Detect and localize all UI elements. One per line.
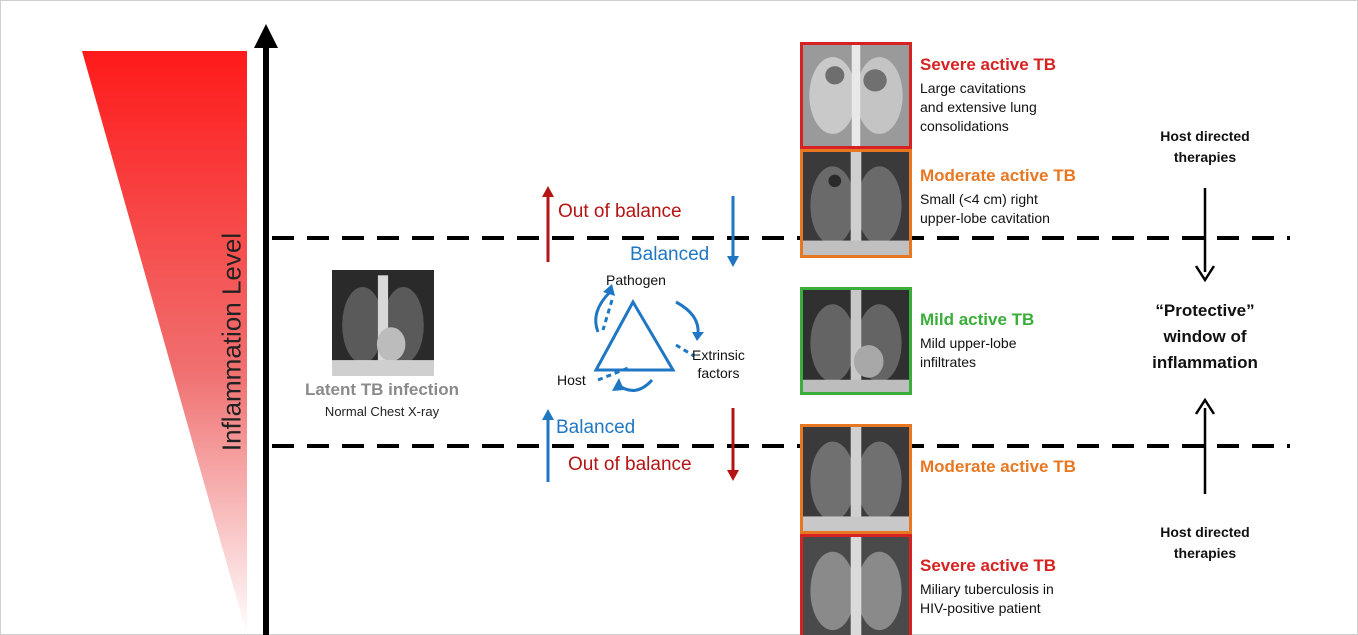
case-title-severe-bottom: Severe active TB — [920, 556, 1057, 575]
extrinsic-factors-label: Extrinsic factors — [692, 347, 745, 381]
y-axis-label: Inflammation Level — [216, 232, 247, 452]
y-axis-arrowhead — [254, 24, 278, 48]
case-xray-moderate-bottom — [800, 424, 912, 534]
case-title-moderate-bottom: Moderate active TB — [920, 457, 1076, 476]
protective-window-label: “Protective” window of inflammation — [1152, 301, 1258, 372]
host-directed-therapies-bottom: Host directed therapies — [1160, 524, 1250, 561]
case-title-severe-top: Severe active TB — [920, 55, 1057, 74]
latent-xray-image — [332, 270, 434, 376]
case-desc-severe-top: Large cavitations and extensive lung con… — [920, 80, 1037, 134]
pathogen-label: Pathogen — [606, 272, 666, 288]
case-desc-severe-bottom: Miliary tuberculosis in HIV-positive pat… — [920, 581, 1054, 616]
latent-subtitle: Normal Chest X-ray — [324, 404, 440, 419]
bottom-balanced-label: Balanced — [556, 417, 636, 438]
top-out-of-balance-label: Out of balance — [558, 201, 682, 222]
latent-title: Latent TB infection — [305, 380, 459, 399]
case-xray-moderate-top — [800, 149, 912, 258]
case-title-mild: Mild active TB — [920, 310, 1035, 329]
case-xray-severe-bottom — [800, 534, 912, 635]
case-title-moderate-top: Moderate active TB — [920, 166, 1076, 185]
case-xray-mild — [800, 287, 912, 395]
top-balanced-label: Balanced — [630, 244, 710, 265]
host-directed-therapies-top: Host directed therapies — [1160, 128, 1250, 165]
bottom-out-of-balance-label: Out of balance — [568, 454, 692, 475]
case-desc-mild: Mild upper-lobe infiltrates — [920, 335, 1017, 370]
inflammation-gradient-wedge — [82, 51, 247, 635]
host-pathogen-triangle — [593, 290, 700, 392]
case-xray-severe-top — [800, 42, 912, 149]
host-label: Host — [557, 372, 586, 388]
case-desc-moderate-top: Small (<4 cm) right upper-lobe cavitatio… — [920, 191, 1050, 226]
